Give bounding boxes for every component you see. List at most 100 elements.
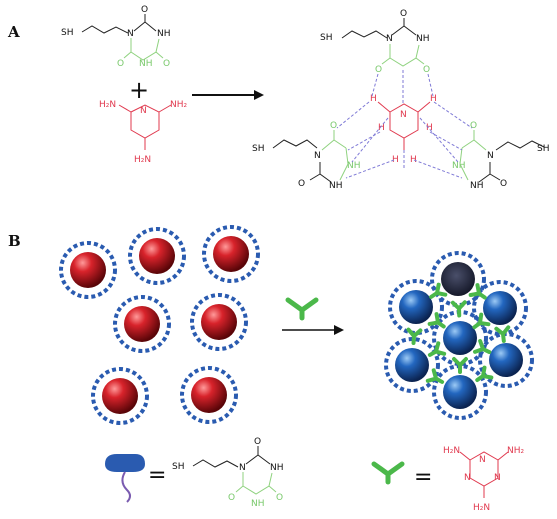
- carbonyl-right: [155, 51, 164, 59]
- atom-nh2-right: NH₂: [170, 100, 188, 110]
- atom-o-top: O: [141, 5, 148, 15]
- ring-right-black: [478, 162, 491, 183]
- legend-atom-n: N: [239, 463, 246, 473]
- atom-nh-right-green: NH: [452, 161, 466, 171]
- atom-o-left-green: O: [330, 121, 337, 131]
- atom-sh-left: SH: [252, 144, 264, 154]
- legend-co-left: [235, 485, 244, 493]
- legend-chain: [192, 459, 239, 468]
- atom-n-left2: N: [314, 151, 321, 161]
- linker-bridge: [472, 312, 491, 330]
- blue-nanoparticle: [432, 310, 488, 366]
- atom-h-mb2: H: [410, 155, 417, 165]
- ligand-legend: = SH O N NH O O NH: [105, 437, 284, 509]
- triazine-ring: [130, 104, 160, 139]
- linker-bridge: [425, 368, 445, 384]
- atom-h-mr: H: [430, 94, 437, 104]
- ring-right-green: [461, 139, 487, 151]
- co-right-black: [489, 173, 501, 181]
- legend-atom-nh-bottom: NH: [251, 499, 265, 509]
- central-amine-right: [417, 101, 431, 113]
- atom-n-top: N: [386, 34, 393, 44]
- atom-n-mid: N: [400, 110, 407, 120]
- legend-triazine: [469, 451, 499, 487]
- legend-atom-sh: SH: [172, 462, 184, 472]
- panel-label-b: B: [8, 232, 21, 250]
- red-nanoparticle: [202, 225, 260, 283]
- atom-o-right-black: O: [500, 179, 507, 189]
- linker-bridge: [427, 312, 446, 329]
- red-nanoparticle: [128, 227, 186, 285]
- melamine-linker-icon-legend: [371, 461, 405, 485]
- linker-bridge: [406, 327, 423, 345]
- reactant-thiol-cyanurate: SH O N NH NH O O: [61, 5, 171, 69]
- legend-ring-top: [245, 454, 271, 465]
- alkyl-chain: [81, 25, 129, 34]
- ring-top-green: [389, 44, 420, 67]
- co-top-left: [381, 57, 391, 65]
- linker-bridge: [429, 282, 448, 299]
- linker-bridge: [427, 341, 447, 357]
- legend-atom-n-top: N: [479, 455, 486, 465]
- central-amine-left: [377, 101, 391, 113]
- atom-nh-right2: NH: [470, 181, 484, 191]
- legend-atom-nh2-left: H₂N: [443, 446, 460, 456]
- legend-atom-nh2-right: NH₂: [507, 446, 525, 456]
- central-triazine: [389, 103, 419, 139]
- equals-sign-ligand: =: [148, 463, 166, 488]
- legend-atom-o-right: O: [276, 493, 283, 503]
- blue-nanoparticle: [384, 337, 440, 393]
- ring-left-green: [321, 139, 347, 151]
- legend-atom-n-left: N: [464, 473, 471, 483]
- ring-right-green2: [459, 147, 469, 181]
- ring-green-bonds: [130, 38, 160, 61]
- red-nanoparticle: [59, 241, 117, 299]
- legend-amine-right: [497, 451, 509, 461]
- aggregated-nanoparticle-cluster: [384, 251, 534, 420]
- blue-nanoparticle: [472, 280, 528, 336]
- amine-left-bond: [118, 104, 132, 113]
- red-nanoparticle: [91, 367, 149, 425]
- atom-o-top-upper: O: [400, 9, 407, 19]
- red-nanoparticle: [180, 366, 238, 424]
- blue-nanoparticle: [388, 279, 444, 335]
- amine-right-bond: [158, 104, 172, 113]
- linker-bridge: [475, 365, 494, 382]
- atom-nh2-left: H₂N: [99, 100, 116, 110]
- legend-atom-o-top: O: [254, 437, 261, 447]
- blue-nanoparticle: [430, 251, 486, 307]
- co-left-black: [309, 173, 321, 181]
- dispersed-nanoparticles: [59, 225, 260, 425]
- ring-top-upper: [391, 25, 417, 36]
- atom-n-left: N: [127, 29, 134, 39]
- reactant-melamine: H₂N NH₂ H₂N N: [99, 100, 188, 165]
- ring-left-green2: [339, 147, 349, 181]
- hydrogen-bonds: [336, 70, 473, 179]
- atom-nh-bottom: NH: [139, 59, 153, 69]
- red-nanoparticle: [190, 293, 248, 351]
- chain-top: [341, 30, 388, 39]
- ring-top: [133, 21, 157, 32]
- hbonded-complex: SH O N NH O O H H H H H H N SH N O O NH …: [252, 9, 549, 191]
- co-top-right: [415, 57, 425, 65]
- atom-h-mb1: H: [392, 155, 399, 165]
- atom-h-mr2: H: [426, 123, 433, 133]
- blue-nanoparticle: [478, 332, 534, 388]
- atom-o-top-right: O: [423, 65, 430, 75]
- chain-left: [272, 139, 318, 149]
- atom-sh-top: SH: [320, 33, 332, 43]
- thiol-ligand-icon: [105, 454, 145, 503]
- atom-n-right2: N: [487, 151, 494, 161]
- legend-atom-nh2-bottom: H₂N: [473, 503, 490, 513]
- chain-right: [495, 140, 545, 151]
- atom-nh2-bottom: H₂N: [134, 155, 151, 165]
- atom-h-ml: H: [370, 94, 377, 104]
- ring-left-black: [319, 162, 332, 183]
- atom-nh-left-green: NH: [347, 161, 361, 171]
- linker-bridge: [450, 300, 467, 318]
- plus-sign: +: [129, 76, 149, 104]
- atom-nh-left2: NH: [329, 181, 343, 191]
- linker-bridge: [494, 325, 511, 343]
- linker-bridge: [468, 283, 487, 300]
